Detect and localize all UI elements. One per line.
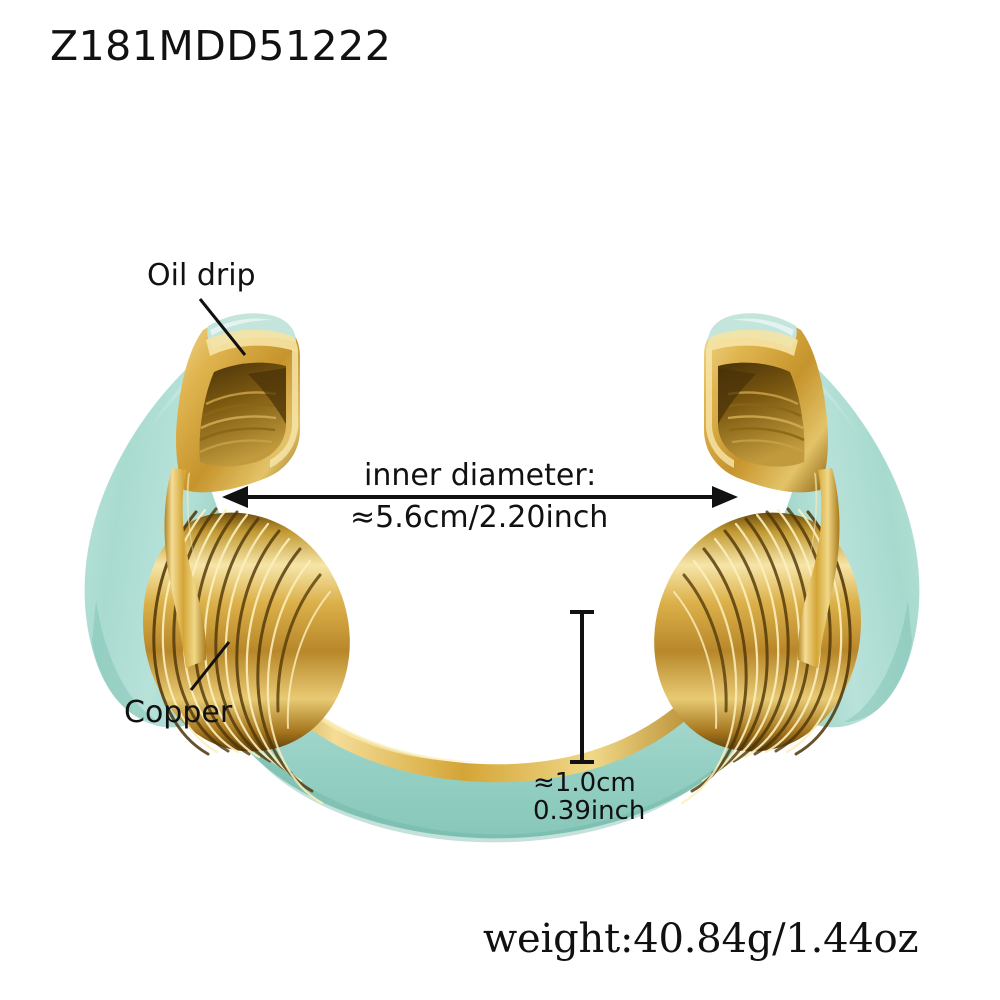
terminal-cap-left	[164, 313, 300, 668]
inner-diameter-label: inner diameter:	[364, 458, 597, 493]
copper-coil-right	[654, 507, 861, 805]
inner-gold-rim	[248, 652, 726, 783]
terminal-cap-right	[704, 313, 840, 668]
callout-label-copper: Copper	[124, 695, 233, 730]
leader-line-oil-drip	[198, 298, 247, 356]
copper-coil-left	[143, 507, 350, 805]
callout-label-oil-drip: Oil drip	[147, 258, 256, 293]
thickness-measure-line	[570, 610, 594, 764]
thickness-value-inch: 0.39inch	[533, 796, 646, 826]
weight-label: weight:40.84g/1.44oz	[483, 916, 919, 962]
sku-title: Z181MDD51222	[50, 22, 392, 70]
inner-diameter-arrow	[222, 486, 738, 508]
thickness-value-cm: ≈1.0cm	[533, 768, 636, 798]
inner-diameter-value: ≈5.6cm/2.20inch	[350, 500, 609, 535]
leader-line-copper	[189, 641, 231, 691]
